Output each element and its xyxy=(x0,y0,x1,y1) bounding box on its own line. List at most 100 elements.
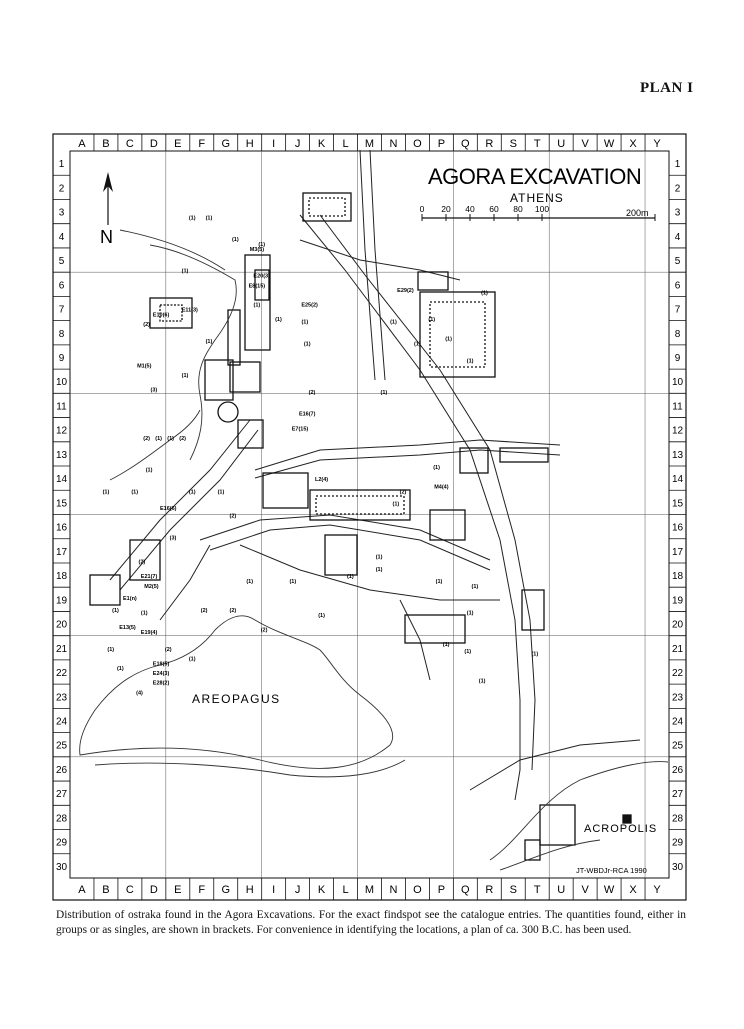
row-label: 3 xyxy=(675,208,681,219)
row-label: 28 xyxy=(56,813,68,824)
findspot-label: (1) xyxy=(481,291,488,297)
findspot-label: (3) xyxy=(170,535,177,541)
column-label: U xyxy=(557,884,565,896)
findspot-label: (1) xyxy=(304,341,311,347)
east-road-edge xyxy=(254,449,561,479)
row-label: 10 xyxy=(56,377,68,388)
findspot-label: (1) xyxy=(289,579,296,585)
kolonos-contour xyxy=(149,244,237,461)
findspot-label: (1) xyxy=(103,489,110,495)
west-road-edge xyxy=(119,429,259,591)
areopagus-label: AREOPAGUS xyxy=(192,692,281,706)
column-label: N xyxy=(389,138,397,150)
areopagus-road xyxy=(239,544,500,601)
row-label: 24 xyxy=(672,716,684,727)
findspot-label: (1) xyxy=(258,242,265,248)
column-label: O xyxy=(413,138,422,150)
findspot-label: E24(3) xyxy=(153,671,170,677)
column-label: N xyxy=(389,884,397,896)
southeast-fountain-building xyxy=(429,509,466,541)
row-label: 2 xyxy=(59,183,65,194)
column-label: I xyxy=(272,138,275,150)
column-label: O xyxy=(413,884,422,896)
findspot-label: (2) xyxy=(309,390,316,396)
findspot-label: (2) xyxy=(230,608,237,614)
column-label: I xyxy=(272,884,275,896)
west-building xyxy=(227,309,241,366)
row-label: 9 xyxy=(59,353,65,364)
column-label: D xyxy=(150,884,158,896)
row-label: 25 xyxy=(56,741,68,752)
findspot-label: (1) xyxy=(141,610,148,616)
findspot-label: (1) xyxy=(182,373,189,379)
row-label: 14 xyxy=(672,474,684,485)
column-label: D xyxy=(150,138,158,150)
row-label: 28 xyxy=(672,813,684,824)
findspot-label: (1) xyxy=(254,303,261,309)
row-label: 7 xyxy=(675,305,681,316)
row-label: 6 xyxy=(675,280,681,291)
findspot-label: (1) xyxy=(189,489,196,495)
findspot-label: (1) xyxy=(131,489,138,495)
scale-tick-label: 100 xyxy=(535,204,549,214)
row-labels-left: 1234567891011121314151617181920212223242… xyxy=(56,159,68,873)
findspot-label: (1) xyxy=(390,320,397,326)
map-title: AGORA EXCAVATION xyxy=(428,164,641,189)
row-label: 11 xyxy=(56,401,67,412)
south-stoa-colonnade xyxy=(315,495,405,515)
column-label: W xyxy=(604,884,615,896)
column-label: H xyxy=(246,884,254,896)
row-label: 1 xyxy=(59,159,65,170)
column-label: X xyxy=(629,138,637,150)
west-houses-2 xyxy=(89,574,121,606)
east-road xyxy=(254,439,561,471)
row-label: 21 xyxy=(56,644,68,655)
findspot-label: (1) xyxy=(479,678,486,684)
row-label: 23 xyxy=(672,692,684,703)
findspot-label: (1) xyxy=(445,337,452,343)
findspot-label: E18(5) xyxy=(153,661,170,667)
row-label: 19 xyxy=(672,595,684,606)
findspot-label: E28(2) xyxy=(153,681,170,687)
square-peristyle-colonnade xyxy=(429,301,486,368)
findspot-label: E7(15) xyxy=(292,426,309,432)
row-label: 16 xyxy=(672,523,684,534)
acropolis-lower-contour xyxy=(499,839,601,871)
mint-building xyxy=(324,534,358,576)
acropolis-contour xyxy=(489,761,669,861)
row-label: 1 xyxy=(675,159,681,170)
buildings xyxy=(89,192,632,861)
south-houses xyxy=(404,614,466,644)
findspot-label: (2) xyxy=(165,647,172,653)
findspot-label: M1(5) xyxy=(137,363,152,369)
stoa-north-building xyxy=(302,192,352,222)
column-label: B xyxy=(102,138,109,150)
column-label: F xyxy=(198,884,205,896)
row-label: 20 xyxy=(56,620,68,631)
column-label: G xyxy=(221,138,230,150)
north-road xyxy=(369,149,386,381)
column-label: L xyxy=(342,138,348,150)
stoa-of-zeus-building xyxy=(244,254,271,351)
findspot-label: (1) xyxy=(347,574,354,580)
column-label: E xyxy=(174,138,181,150)
findspot-label: E21(7) xyxy=(141,574,158,580)
south-road-edge xyxy=(209,524,491,571)
findspot-label: E25(2) xyxy=(301,303,318,309)
north-arrow-head-icon xyxy=(103,172,113,192)
findspot-label: E8(15) xyxy=(249,283,266,289)
panathenaic-way-road xyxy=(299,214,521,801)
row-label: 18 xyxy=(56,571,68,582)
column-label: B xyxy=(102,884,109,896)
acropolis-tower-building xyxy=(524,839,541,861)
row-label: 21 xyxy=(672,644,684,655)
east-houses xyxy=(499,447,549,463)
findspot-label: (1) xyxy=(436,579,443,585)
scale-tick-label: 40 xyxy=(465,204,475,214)
findspot-label: (2) xyxy=(201,608,208,614)
findspot-label: (1) xyxy=(467,358,474,364)
findspot-label: (1) xyxy=(112,608,119,614)
